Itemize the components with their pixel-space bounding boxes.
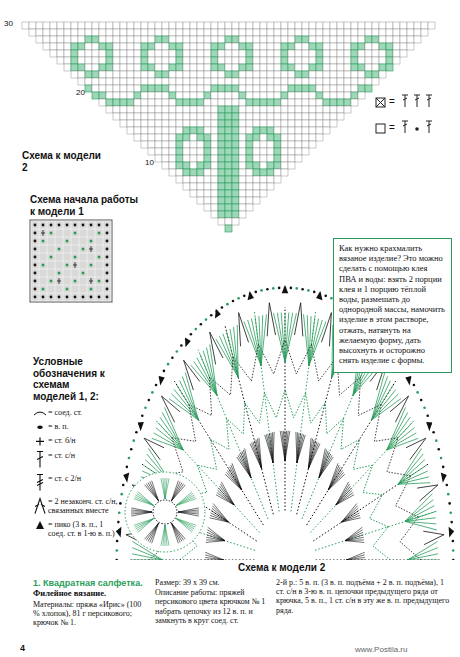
note-text: Как нужно крахмалить вязаное изделие? Эт… bbox=[339, 243, 446, 365]
text-label: Схема начала работы к модели 1 bbox=[30, 194, 145, 217]
text-column: 2-й р.: 5 в. п. (3 в. п. подъёма + 2 в. … bbox=[276, 578, 450, 616]
text-label: Материалы: пряжа «Ирис» (100 % хлопок), … bbox=[33, 600, 148, 628]
filet-symbol-key bbox=[376, 95, 432, 133]
legend-entry: = ст. б/н bbox=[48, 436, 118, 445]
text-label: Описание работы: пряжей персикового цвет… bbox=[155, 588, 269, 625]
text-label: 4 bbox=[20, 643, 32, 653]
legend-entry: = соед. ст. bbox=[48, 408, 118, 417]
legend-symbols bbox=[34, 412, 46, 529]
note-box: Как нужно крахмалить вязаное изделие? Эт… bbox=[333, 238, 452, 373]
text-label: 1. Квадратная салфетка. bbox=[33, 578, 148, 588]
filet-triangle-chart bbox=[22, 22, 435, 232]
text-label: www.Postila.ru bbox=[355, 645, 450, 654]
legend-entry: = ст. с 2/н bbox=[48, 474, 118, 492]
text-label: Филейное вязание. bbox=[33, 589, 148, 599]
text-label: Условные обозначения к схемам моделей 1,… bbox=[33, 356, 115, 402]
legend-entry: = пико (3 в. п., 1 соед. ст. в 1-ю в. п.… bbox=[48, 520, 118, 538]
text-label: 10 bbox=[145, 158, 161, 167]
text-label: Схема к модели 2 bbox=[22, 150, 107, 173]
legend-list: = соед. ст. = в. п. = ст. б/н = ст. с/н = ст… bbox=[48, 408, 118, 543]
text-column: Размер: 39 х 39 см.Описание работы: пряж… bbox=[155, 578, 269, 626]
text-label: 2-й р.: 5 в. п. (3 в. п. подъёма + 2 в. … bbox=[276, 578, 450, 615]
text-label: = bbox=[389, 122, 399, 134]
text-label: Размер: 39 х 39 см. bbox=[155, 578, 269, 587]
legend-entry: = 2 незаконч. ст. с/н, связанных вместе bbox=[48, 497, 118, 515]
square-start-chart bbox=[30, 220, 112, 302]
text-label: = bbox=[389, 96, 399, 108]
legend-entry: = в. п. bbox=[48, 422, 118, 431]
legend-entry: = ст. с/н bbox=[48, 451, 118, 469]
text-label: Схема к модели 2 bbox=[238, 562, 368, 574]
text-column: 1. Квадратная салфетка.Филейное вязание.… bbox=[33, 578, 148, 629]
text-label: 20 bbox=[76, 88, 92, 97]
text-label: 30 bbox=[4, 19, 20, 28]
